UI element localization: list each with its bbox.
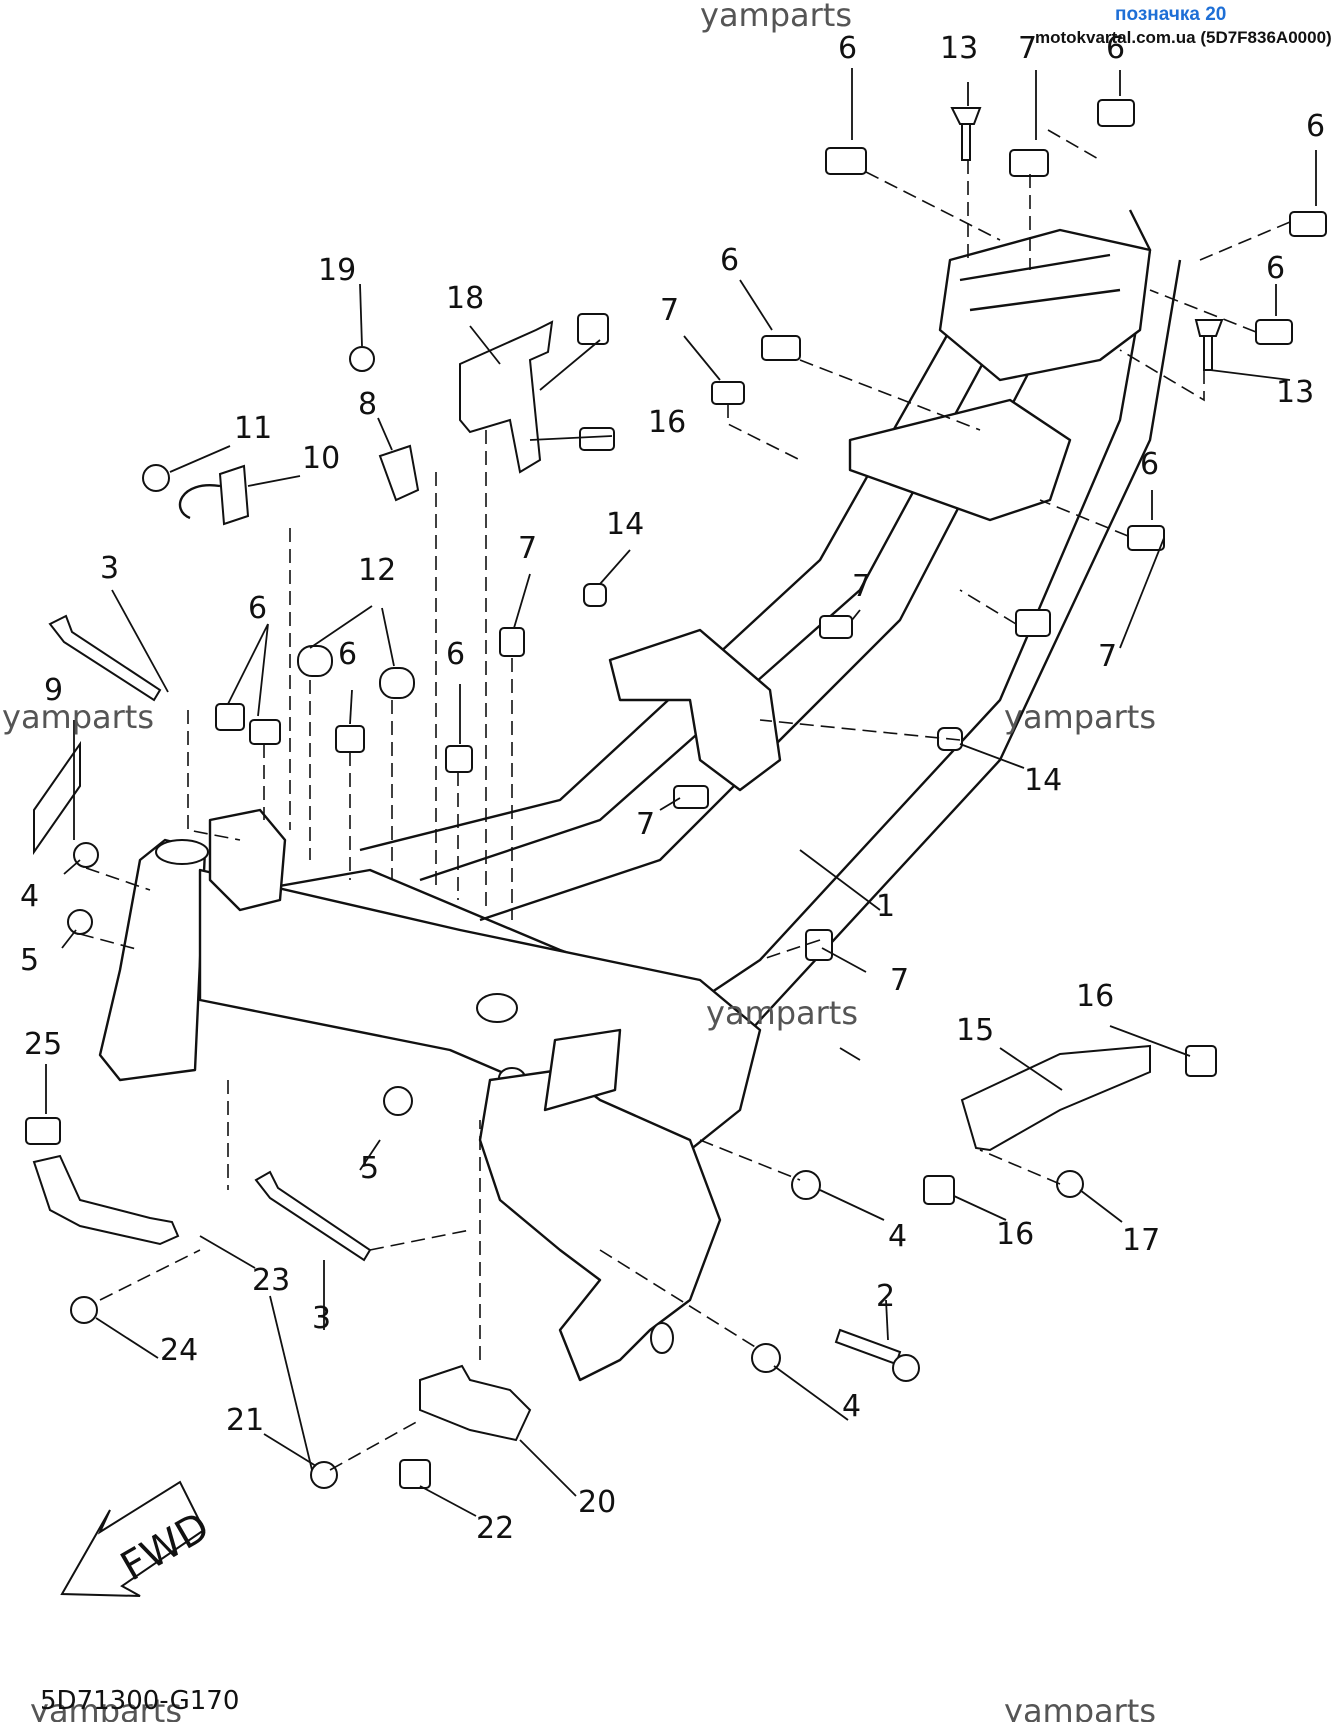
parts xyxy=(25,99,1327,1489)
callout-6: 6 xyxy=(446,637,465,672)
callout-1: 1 xyxy=(876,889,895,924)
watermark-left: yamparts xyxy=(2,698,154,736)
part-code: 5D71300-G170 xyxy=(40,1686,240,1716)
callout-21: 21 xyxy=(226,1403,264,1438)
callout-7: 7 xyxy=(660,293,679,328)
watermark-center: yamparts xyxy=(706,994,858,1032)
callout-11: 11 xyxy=(234,411,272,446)
callout-6: 6 xyxy=(1140,447,1159,482)
callout-22: 22 xyxy=(476,1511,514,1546)
header-site: motokvartal.com.ua (5D7F836A0000) xyxy=(1035,28,1332,47)
callout-6: 6 xyxy=(838,31,857,66)
callout-16: 16 xyxy=(996,1217,1034,1252)
leader-lines xyxy=(45,68,1317,1517)
callout-7: 7 xyxy=(636,807,655,842)
callout-3: 3 xyxy=(100,551,119,586)
callout-5: 5 xyxy=(360,1151,379,1186)
fwd-arrow: FWD xyxy=(60,1480,217,1597)
callout-6: 6 xyxy=(248,591,267,626)
watermark-bottom-left: yamparts xyxy=(30,1692,182,1722)
callout-15: 15 xyxy=(956,1013,994,1048)
callout-2: 2 xyxy=(876,1279,895,1314)
callout-4: 4 xyxy=(20,879,39,914)
callout-7: 7 xyxy=(1098,639,1117,674)
callout-9: 9 xyxy=(44,673,63,708)
callout-14: 14 xyxy=(606,507,644,542)
watermark-bottom-right: yamparts xyxy=(1004,1692,1156,1722)
callout-20: 20 xyxy=(578,1485,616,1520)
callout-8: 8 xyxy=(358,387,377,422)
callout-10: 10 xyxy=(302,441,340,476)
callout-7: 7 xyxy=(890,963,909,998)
callout-13: 13 xyxy=(1276,375,1314,410)
callout-7: 7 xyxy=(1018,31,1037,66)
main-frame xyxy=(98,209,1182,1382)
callout-18: 18 xyxy=(446,281,484,316)
callout-12: 12 xyxy=(358,553,396,588)
callout-23: 23 xyxy=(252,1263,290,1298)
watermark-top: yamparts xyxy=(700,0,852,34)
callout-6: 6 xyxy=(1106,31,1125,66)
header-label: позначка 20 xyxy=(1115,4,1227,25)
callout-13: 13 xyxy=(940,31,978,66)
callout-6: 6 xyxy=(720,243,739,278)
callout-25: 25 xyxy=(24,1027,62,1062)
watermarks: yamparts yamparts yamparts yamparts yamp… xyxy=(2,0,1156,1722)
callout-4: 4 xyxy=(842,1389,861,1424)
callout-16: 16 xyxy=(1076,979,1114,1014)
callout-7: 7 xyxy=(852,569,871,604)
callout-numbers: 1 2 3 3 4 4 4 5 5 6 6 6 6 6 6 6 6 6 7 7 … xyxy=(20,31,1325,1546)
callout-5: 5 xyxy=(20,943,39,978)
callout-7: 7 xyxy=(518,531,537,566)
assembly-lines xyxy=(79,129,1291,1471)
callout-19: 19 xyxy=(318,253,356,288)
callout-17: 17 xyxy=(1122,1223,1160,1258)
callout-6: 6 xyxy=(1306,109,1325,144)
callout-6: 6 xyxy=(1266,251,1285,286)
callout-6: 6 xyxy=(338,637,357,672)
callout-24: 24 xyxy=(160,1333,198,1368)
callout-16: 16 xyxy=(648,405,686,440)
watermark-right: yamparts xyxy=(1004,698,1156,736)
callout-3: 3 xyxy=(312,1301,331,1336)
callout-14: 14 xyxy=(1024,763,1062,798)
callout-4: 4 xyxy=(888,1219,907,1254)
